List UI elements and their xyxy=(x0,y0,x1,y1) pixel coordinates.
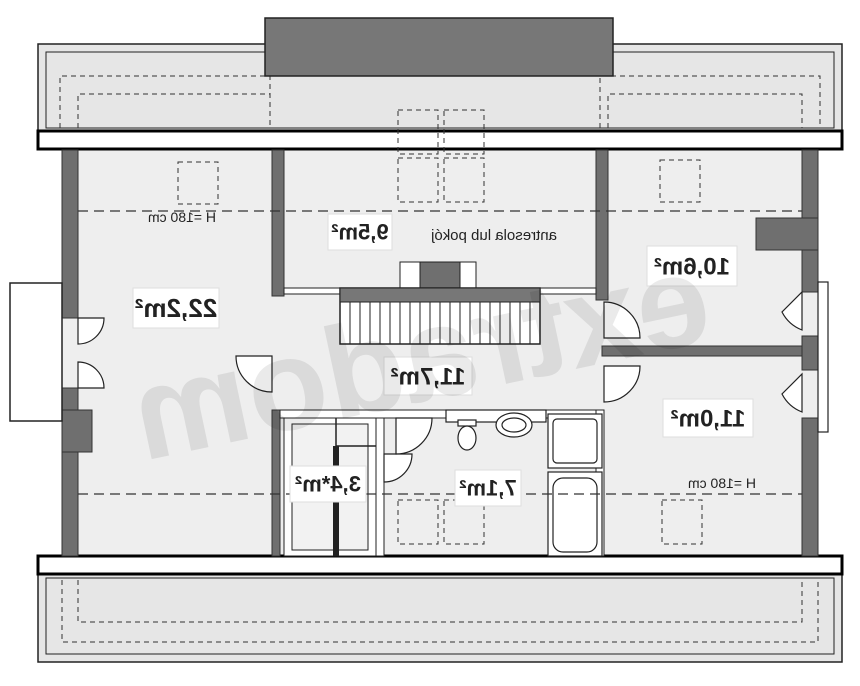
height-note-right: H =180 cm xyxy=(688,475,756,491)
room-area-text: 11,0m² xyxy=(671,405,746,432)
room-area-label: 3,4*m² xyxy=(289,465,367,503)
window-right xyxy=(817,281,829,433)
exterior-walls xyxy=(61,149,819,557)
doors xyxy=(77,290,803,483)
room-area-label: 11,7m² xyxy=(383,356,473,396)
room-area-label: 11,0m² xyxy=(662,398,754,438)
room-area-label: 22,2m² xyxy=(132,287,220,329)
room-area-text: 22,2m² xyxy=(134,293,217,323)
room-area-text: 9,5m² xyxy=(331,220,388,245)
balcony xyxy=(9,282,63,422)
roof-beam-top xyxy=(36,129,844,151)
staircase xyxy=(339,261,541,345)
chimney xyxy=(264,17,614,77)
room-area-text: 11,7m² xyxy=(391,363,466,390)
antresola-note: antresola lub pokój xyxy=(431,227,557,244)
room-area-label: 10,6m² xyxy=(646,245,738,287)
room-area-text: 3,4*m² xyxy=(295,472,361,497)
label-box xyxy=(327,213,393,251)
room-area-label: 9,5m² xyxy=(327,213,393,251)
roof-beam-bottom xyxy=(36,554,844,576)
label-box xyxy=(289,465,367,503)
label-box xyxy=(662,398,754,438)
room-area-text: 10,6m² xyxy=(654,253,730,280)
room-area-label: 7,1m² xyxy=(454,469,522,507)
room-area-text: 7,1m² xyxy=(459,476,516,501)
label-box xyxy=(383,356,473,396)
label-box xyxy=(132,287,220,329)
label-box xyxy=(646,245,738,287)
height-note-left: H =180 cm xyxy=(148,209,216,225)
bathroom-fixtures xyxy=(445,409,603,557)
label-box xyxy=(454,469,522,507)
